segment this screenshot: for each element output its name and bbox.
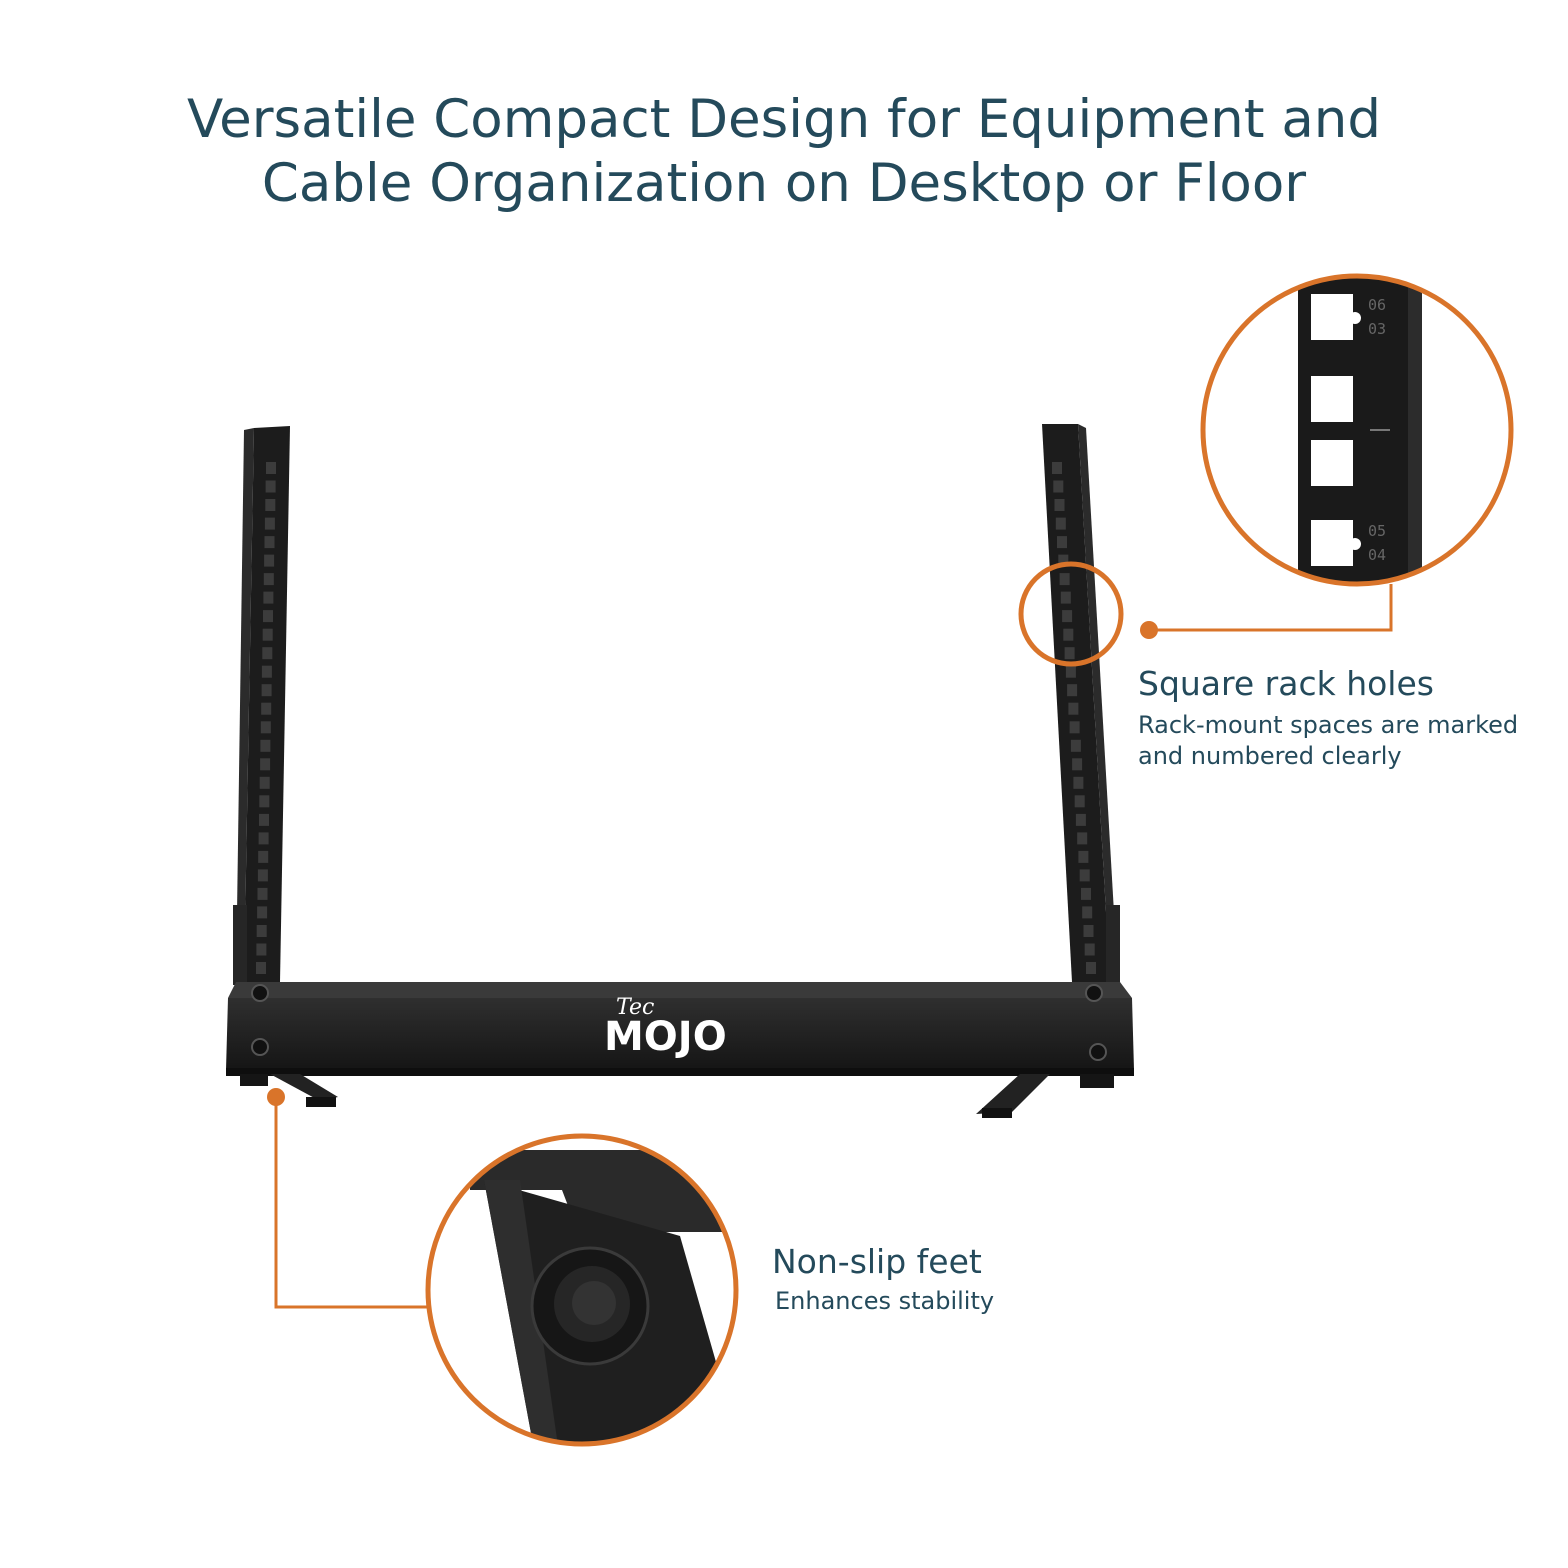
- rack-hole: [264, 517, 275, 530]
- rack-hole: [258, 850, 269, 863]
- rack-hole: [263, 573, 274, 586]
- rack-holes-zoom: 06 03 05 04: [1200, 273, 1514, 587]
- right-foot: [976, 1074, 1114, 1118]
- rack-hole: [1064, 647, 1075, 660]
- rack-hole: [261, 702, 272, 715]
- logo-small-text: Tec: [616, 995, 654, 1020]
- rack-hole: [1083, 925, 1094, 937]
- rack-hole: [1074, 795, 1085, 808]
- rack-hole: [260, 739, 271, 752]
- rack-hole: [257, 887, 268, 900]
- rack-holes-description: Rack-mount spaces are marked and numbere…: [1138, 710, 1518, 772]
- rack-holes-desc-line-1: Rack-mount spaces are marked: [1138, 711, 1519, 739]
- rack-hole: [1079, 869, 1090, 882]
- rack-holes-title: Square rack holes: [1138, 664, 1434, 703]
- rack-hole: [1077, 832, 1088, 845]
- rack-hole: [1078, 850, 1089, 863]
- rack-hole: [1063, 628, 1074, 641]
- feet-leader: [267, 1088, 428, 1309]
- rack-holes-desc-line-2: and numbered clearly: [1138, 742, 1402, 770]
- headline: Versatile Compact Design for Equipment a…: [0, 88, 1568, 216]
- feet-zoom: [425, 1133, 739, 1447]
- rack-hole: [258, 832, 269, 845]
- rack-hole: [1055, 517, 1066, 530]
- rack-hole: [259, 795, 270, 808]
- rack-hole: [1086, 962, 1096, 974]
- right-rack-rail: [1042, 424, 1120, 985]
- rack-hole: [1084, 943, 1095, 956]
- rack-hole: [262, 628, 273, 641]
- rack-hole: [263, 591, 274, 604]
- rack-hole: [265, 480, 276, 493]
- rack-hole: [1059, 573, 1070, 586]
- logo-main-text: MOJO: [604, 1014, 727, 1060]
- headline-line-2: Cable Organization on Desktop or Floor: [261, 153, 1307, 214]
- rack-hole: [1070, 739, 1081, 752]
- zoom-label-03: 03: [1368, 320, 1386, 338]
- rack-hole: [261, 684, 272, 697]
- rack-hole: [1057, 536, 1067, 549]
- rack-hole: [1068, 702, 1079, 715]
- rack-hole: [259, 813, 269, 826]
- rack-hole: [1082, 906, 1093, 919]
- rack-hole: [265, 499, 276, 511]
- rack-hole: [1073, 776, 1084, 789]
- rack-hole: [1053, 480, 1064, 493]
- rack-hole: [1062, 610, 1073, 623]
- rack-hole: [256, 962, 266, 974]
- zoom-label-05: 05: [1368, 522, 1386, 540]
- rack-hole: [1081, 887, 1091, 900]
- brand-logo: Tec MOJO: [604, 995, 727, 1060]
- rack-hole-highlight: [1018, 561, 1124, 667]
- headline-line-1: Versatile Compact Design for Equipment a…: [186, 89, 1382, 150]
- rack-hole: [1060, 591, 1071, 604]
- rack-hole: [256, 925, 267, 937]
- rack-holes-leader: [1140, 584, 1393, 639]
- rack-hole: [264, 536, 275, 549]
- rack-hole: [256, 943, 267, 956]
- rack-hole: [266, 462, 276, 474]
- rack-hole: [1072, 758, 1083, 771]
- rack-hole: [260, 758, 271, 771]
- zoom-label-04: 04: [1368, 546, 1386, 564]
- rack-hole: [257, 906, 268, 919]
- rack-hole: [261, 665, 272, 678]
- rack-hole: [260, 721, 271, 734]
- screw-heads: [251, 984, 1107, 1061]
- feet-title: Non-slip feet: [772, 1242, 982, 1281]
- rack-hole: [1067, 684, 1078, 697]
- rack-hole: [259, 776, 270, 789]
- left-foot: [240, 1074, 338, 1107]
- rack-hole: [1075, 813, 1086, 826]
- left-rack-rail: [233, 426, 290, 985]
- rack-hole: [1065, 665, 1076, 678]
- rack-hole: [257, 869, 268, 882]
- base-bar: [226, 982, 1134, 1076]
- feet-description: Enhances stability: [775, 1287, 995, 1315]
- rack-hole: [263, 610, 273, 623]
- rack-hole: [1052, 462, 1062, 474]
- rack-hole: [262, 647, 273, 660]
- rack-hole: [1054, 499, 1065, 511]
- rack-hole: [264, 554, 275, 567]
- rack-hole: [1058, 554, 1069, 567]
- rack-hole: [1069, 721, 1080, 734]
- zoom-label-06: 06: [1368, 296, 1386, 314]
